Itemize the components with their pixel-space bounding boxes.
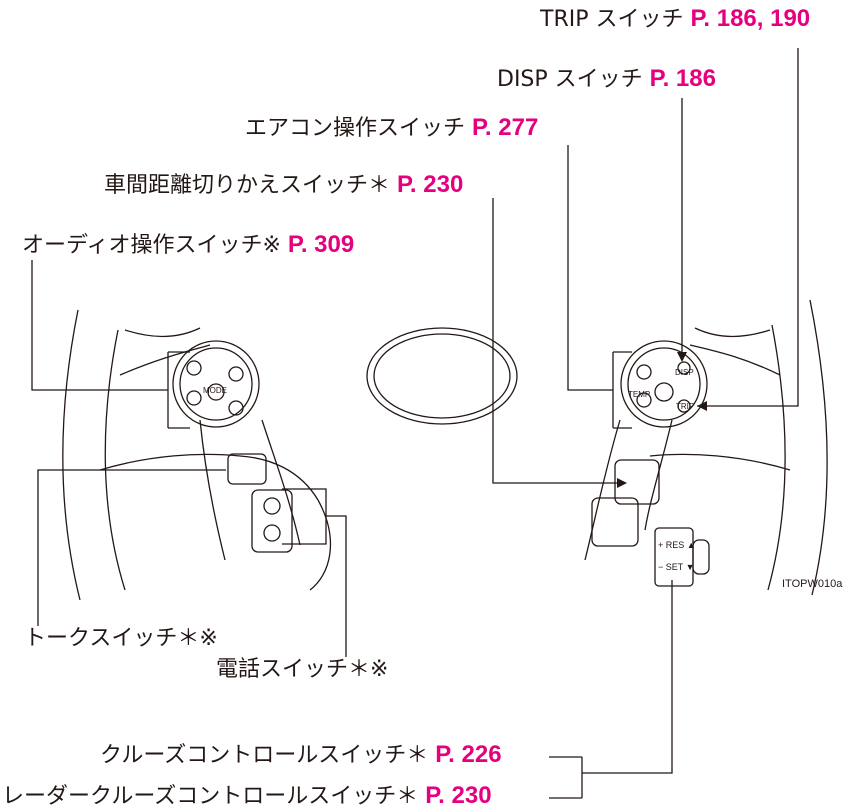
cruise-leader [582,580,673,774]
cruise-switch-ref[interactable]: P. 226 [435,741,502,768]
cruise-switch-text: クルーズコントロールスイッチ＊ [100,743,429,768]
disp-switch-label: DISP スイッチ P. 186 [497,66,716,93]
distance-leader [492,198,625,484]
phone-leader [326,515,347,657]
talk-leader [37,469,226,626]
aircon-switch-ref[interactable]: P. 277 [472,114,539,141]
wheel-rim-left [62,309,81,601]
aircon-leader [567,145,613,391]
trip-glyph: TRIP [676,402,695,411]
hub-pad-inner [373,333,511,419]
radar-cruise-switch-ref[interactable]: P. 230 [425,782,492,809]
distance-switch-text: 車間距離切りかえスイッチ＊ [104,173,391,198]
audio-switch-pod [172,340,260,428]
right-spoke-upper [689,344,781,376]
trip-leader [697,48,799,407]
distance-switch [614,459,660,505]
left-spoke-upper2 [124,327,201,338]
phone-bracket [282,488,327,545]
radar-cruise-switch-text: レーダークルーズコントロールスイッチ＊ [2,784,419,809]
audio-leader [31,260,168,391]
disp-switch-text: DISP スイッチ [497,67,643,92]
trip-switch-text: TRIP スイッチ [540,7,684,32]
aircon-switch-label: エアコン操作スイッチ P. 277 [245,115,538,142]
aircon-switch-text: エアコン操作スイッチ [245,116,466,141]
phone-switch-text: 電話スイッチ＊※ [216,657,389,682]
talk-switch [227,453,267,485]
hub-pad-outer [366,327,518,425]
phone-switch-panel [251,489,293,553]
mode-glyph: MODE [203,386,227,395]
radar-cruise-switch-label: レーダークルーズコントロールスイッチ＊ P. 230 [2,783,492,810]
talk-switch-label: トークスイッチ＊※ [24,626,218,652]
distance-switch-label: 車間距離切りかえスイッチ＊ P. 230 [104,172,463,199]
set-glyph: − SET ▼ [658,562,695,572]
audio-switch-label: オーディオ操作スイッチ※ P. 309 [22,232,354,259]
wheel-rim-left-inner [104,329,126,591]
distance-switch-ref[interactable]: P. 230 [397,171,464,198]
audio-switch-text: オーディオ操作スイッチ※ [22,233,281,258]
disp-switch-ref[interactable]: P. 186 [649,65,716,92]
left-spoke-upper [119,344,211,376]
phone-switch-label: 電話スイッチ＊※ [216,657,388,683]
audio-switch-ref[interactable]: P. 309 [287,231,355,258]
res-glyph: + RES ▲ [658,540,696,550]
left-spoke-lower [99,453,241,471]
wheel-rim-right [809,299,828,596]
cruise-switch-label: クルーズコントロールスイッチ＊ P. 226 [100,742,502,769]
talk-switch-text: トークスイッチ＊※ [24,626,218,651]
trip-switch-ref[interactable]: P. 186, 190 [690,5,811,32]
temp-glyph: TEMP [628,390,651,399]
trip-switch-label: TRIP スイッチ P. 186, 190 [540,6,810,33]
disp-glyph: DISP [675,368,694,377]
wheel-rim-right-inner [767,324,786,591]
aircon-switch-pod [620,340,708,428]
figure-code: ITOPW010a [782,578,843,590]
cruise-lever [654,527,694,587]
